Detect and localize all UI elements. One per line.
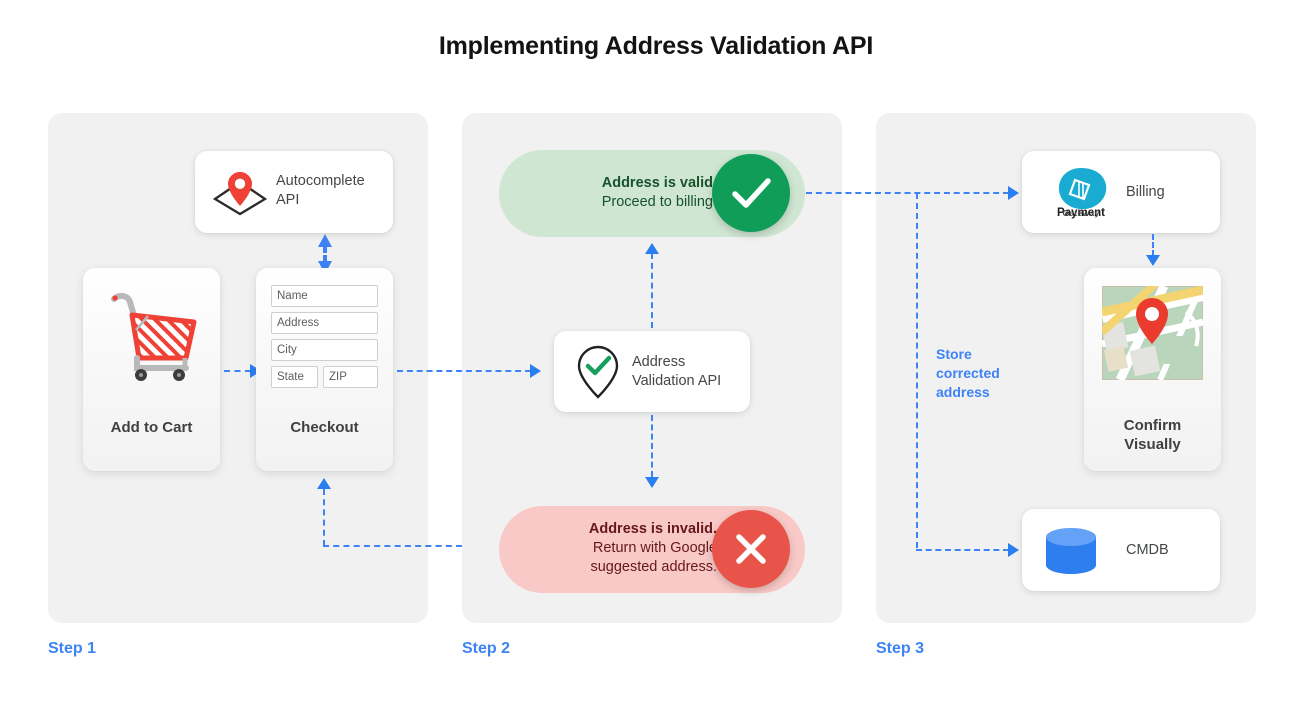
billing-to-map-vline	[1152, 234, 1154, 256]
valid-to-billing-line	[806, 192, 1009, 194]
check-circle-icon	[712, 154, 790, 232]
city-field[interactable]: City	[271, 339, 378, 361]
store-note-line1: Store	[936, 346, 972, 362]
zip-field[interactable]: ZIP	[323, 366, 378, 388]
address-invalid-text: Address is invalid. Return with Google s…	[499, 520, 717, 577]
valid-to-billing-arrowhead	[1008, 186, 1019, 200]
database-cylinder-icon	[1042, 526, 1100, 576]
map-pin-diamond-icon	[209, 168, 271, 218]
payment-gateway-logo: Payment	[1044, 164, 1118, 222]
validation-to-valid-vline	[651, 253, 653, 328]
store-corrected-address-note: Store corrected address	[936, 345, 1000, 402]
billing-label: Billing	[1126, 184, 1165, 200]
autocomplete-line1: Autocomplete	[276, 173, 365, 189]
payment-gateway-sublabel: Gateway	[1062, 208, 1100, 218]
store-corrected-arrowhead	[1008, 543, 1019, 557]
confirm-visually-caption: Confirm Visually	[1084, 416, 1221, 454]
autocomplete-line2: API	[276, 192, 300, 208]
x-circle-icon	[712, 510, 790, 588]
autocomplete-api-card[interactable]: Autocomplete API	[195, 151, 393, 233]
page-title: Implementing Address Validation API	[438, 32, 874, 60]
address-invalid-detail1: Return with Google	[592, 540, 717, 556]
cmdb-card[interactable]: CMDB	[1022, 509, 1220, 591]
address-valid-strong: Address is valid.	[601, 175, 717, 191]
confirm-line1: Confirm	[1123, 417, 1182, 434]
billing-to-map-arrowhead	[1146, 255, 1160, 266]
name-field[interactable]: Name	[271, 285, 378, 307]
billing-card[interactable]: Payment Gateway Billing	[1022, 151, 1220, 233]
cart-to-checkout-line	[224, 370, 251, 372]
store-note-line2: corrected	[936, 365, 1000, 381]
checkout-to-validation-line	[397, 370, 531, 372]
feedback-to-checkout-vline	[323, 489, 325, 546]
state-field[interactable]: State	[271, 366, 318, 388]
pin-check-icon	[572, 344, 624, 400]
autocomplete-checkout-bidirectional-arrow	[316, 234, 334, 274]
feedback-horizontal-line	[323, 545, 503, 547]
confirm-visually-card[interactable]: Confirm Visually	[1084, 268, 1221, 471]
address-valid-text: Address is valid. Proceed to billing.	[499, 174, 717, 212]
validation-line1: Address	[632, 354, 686, 370]
confirm-line2: Visually	[1124, 436, 1181, 453]
checkout-caption: Checkout	[290, 419, 359, 436]
address-validation-api-label: Address Validation API	[632, 353, 721, 391]
svg-text:Payment: Payment	[1057, 207, 1105, 219]
checkout-to-validation-arrowhead	[530, 364, 541, 378]
store-corrected-hline	[916, 549, 1009, 551]
validation-to-invalid-arrowhead	[645, 477, 659, 488]
step3-label: Step 3	[876, 640, 925, 657]
shopping-cart-icon	[110, 290, 198, 382]
autocomplete-api-label: Autocomplete API	[276, 172, 365, 210]
validation-to-valid-arrowhead	[645, 243, 659, 254]
add-to-cart-caption: Add to Cart	[110, 419, 193, 436]
step2-label: Step 2	[462, 640, 511, 657]
map-thumbnail-icon	[1102, 286, 1203, 380]
address-field[interactable]: Address	[271, 312, 378, 334]
address-invalid-strong: Address is invalid.	[588, 521, 717, 537]
validation-line2: Validation API	[632, 373, 722, 389]
checkout-card[interactable]: Name Address City State ZIP Checkout	[256, 268, 393, 471]
step1-label: Step 1	[48, 640, 97, 657]
cart-to-checkout-arrowhead	[250, 364, 261, 378]
store-note-line3: address	[936, 384, 990, 400]
address-validation-api-card[interactable]: Address Validation API	[554, 331, 750, 412]
add-to-cart-card[interactable]: Add to Cart	[83, 268, 220, 471]
feedback-to-checkout-arrowhead	[317, 478, 331, 489]
address-invalid-detail2: suggested address.	[590, 559, 717, 575]
validation-to-invalid-vline	[651, 415, 653, 477]
address-valid-detail: Proceed to billing.	[601, 194, 717, 210]
cmdb-label: CMDB	[1126, 542, 1169, 558]
store-corrected-vline	[916, 193, 918, 548]
